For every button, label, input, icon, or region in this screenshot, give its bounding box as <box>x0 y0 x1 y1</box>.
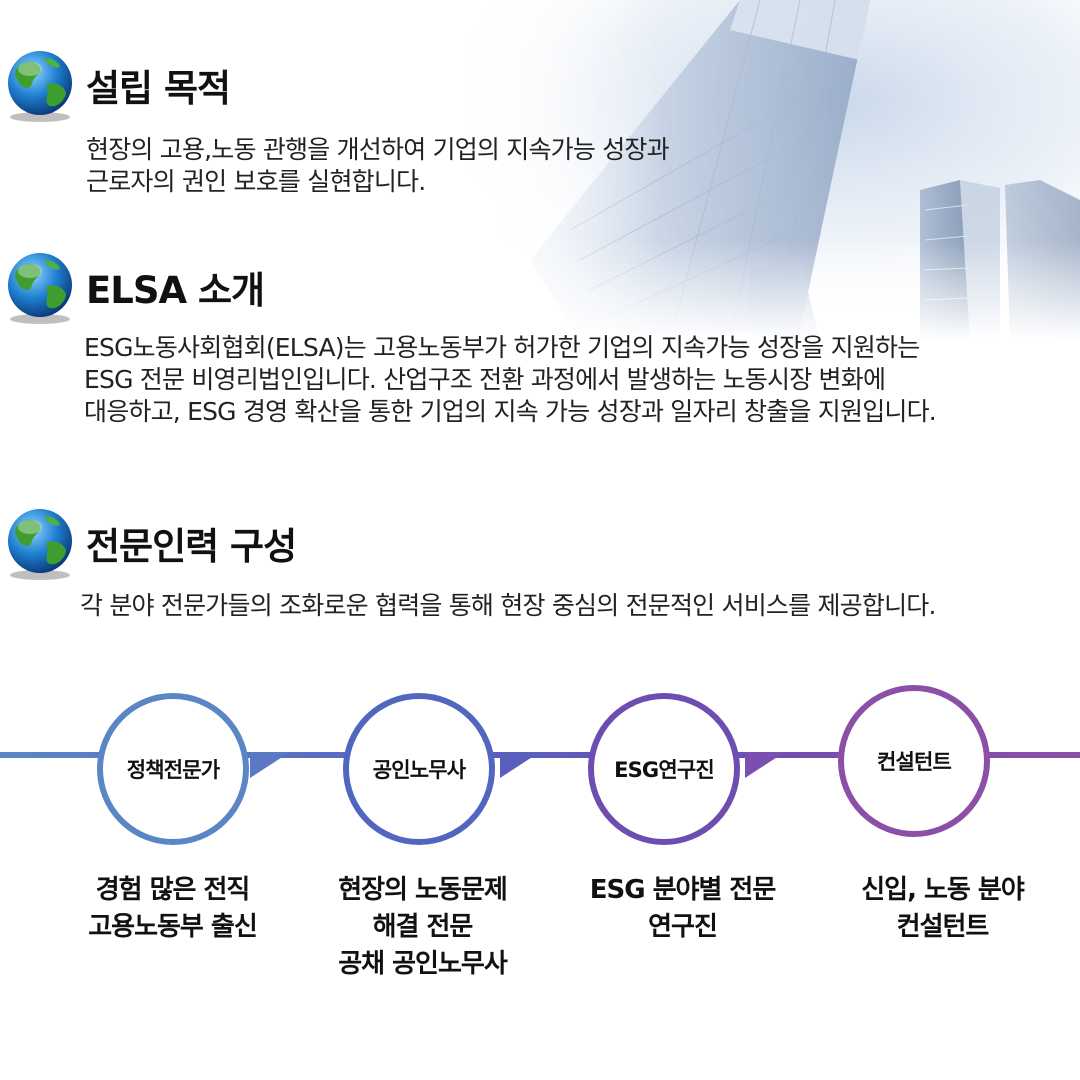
section-purpose-text: 현장의 고용,노동 관행을 개선하여 기업의 지속가능 성장과 근로자의 권인 … <box>86 134 670 198</box>
expert-node-labor-attorney: 공인노무사 <box>343 693 495 845</box>
desc-line: 공채 공인노무사 <box>338 949 508 979</box>
expert-label: ESG연구진 <box>614 758 715 782</box>
desc-line: 연구진 <box>648 912 718 942</box>
expert-node-esg-research: ESG연구진 <box>588 693 740 845</box>
section-purpose-header: 설립 목적 <box>0 45 231 125</box>
timeline-line <box>0 752 1080 758</box>
expert-node-policy: 정책전문가 <box>97 693 249 845</box>
section-elsa-header: ELSA 소개 <box>0 247 265 327</box>
expert-desc-policy: 경험 많은 전직 고용노동부 출신 <box>40 872 305 946</box>
desc-line: 고용노동부 출신 <box>88 912 258 942</box>
globe-icon <box>8 509 72 580</box>
connector-arrow <box>745 752 785 778</box>
connector-arrow <box>500 752 540 778</box>
expert-desc-labor-attorney: 현장의 노동문제 해결 전문 공채 공인노무사 <box>290 872 555 983</box>
text-line: ESG노동사회협회(ELSA)는 고용노동부가 허가한 기업의 지속가능 성장을… <box>84 333 920 362</box>
expert-desc-esg-research: ESG 분야별 전문 연구진 <box>550 872 815 946</box>
expert-node-consultant: 컨설턴트 <box>838 685 990 837</box>
desc-line: 신입, 노동 분야 <box>861 875 1025 905</box>
expert-label: 컨설턴트 <box>876 750 952 774</box>
section-experts-text: 각 분야 전문가들의 조화로운 협력을 통해 현장 중심의 전문적인 서비스를 … <box>80 590 936 622</box>
text-line: 각 분야 전문가들의 조화로운 협력을 통해 현장 중심의 전문적인 서비스를 … <box>80 591 936 620</box>
skyscraper-background-image <box>440 0 1080 340</box>
expert-desc-consultant: 신입, 노동 분야 컨설턴트 <box>810 872 1075 946</box>
text-line: ESG 전문 비영리법인입니다. 산업구조 전환 과정에서 발생하는 노동시장 … <box>84 365 886 394</box>
expert-timeline <box>0 752 1080 778</box>
text-line: 현장의 고용,노동 관행을 개선하여 기업의 지속가능 성장과 <box>86 135 670 164</box>
globe-icon <box>8 51 72 122</box>
desc-line: 현장의 노동문제 <box>338 875 508 905</box>
expert-label: 공인노무사 <box>372 758 466 782</box>
connector-arrow <box>250 752 290 778</box>
section-heading: 전문인력 구성 <box>86 525 297 568</box>
text-line: 근로자의 권인 보호를 실현합니다. <box>86 167 426 196</box>
expert-label: 정책전문가 <box>126 758 220 782</box>
desc-line: 해결 전문 <box>372 912 474 942</box>
section-experts-header: 전문인력 구성 <box>0 503 297 583</box>
desc-line: 경험 많은 전직 <box>95 875 251 905</box>
globe-icon <box>8 253 72 324</box>
text-line: 대응하고, ESG 경영 확산을 통한 기업의 지속 가능 성장과 일자리 창출… <box>84 397 937 426</box>
section-heading: 설립 목적 <box>86 67 231 110</box>
desc-line: ESG 분야별 전문 <box>589 875 777 905</box>
section-heading: ELSA 소개 <box>86 269 265 312</box>
desc-line: 컨설턴트 <box>896 912 990 942</box>
section-elsa-text: ESG노동사회협회(ELSA)는 고용노동부가 허가한 기업의 지속가능 성장을… <box>84 332 937 428</box>
